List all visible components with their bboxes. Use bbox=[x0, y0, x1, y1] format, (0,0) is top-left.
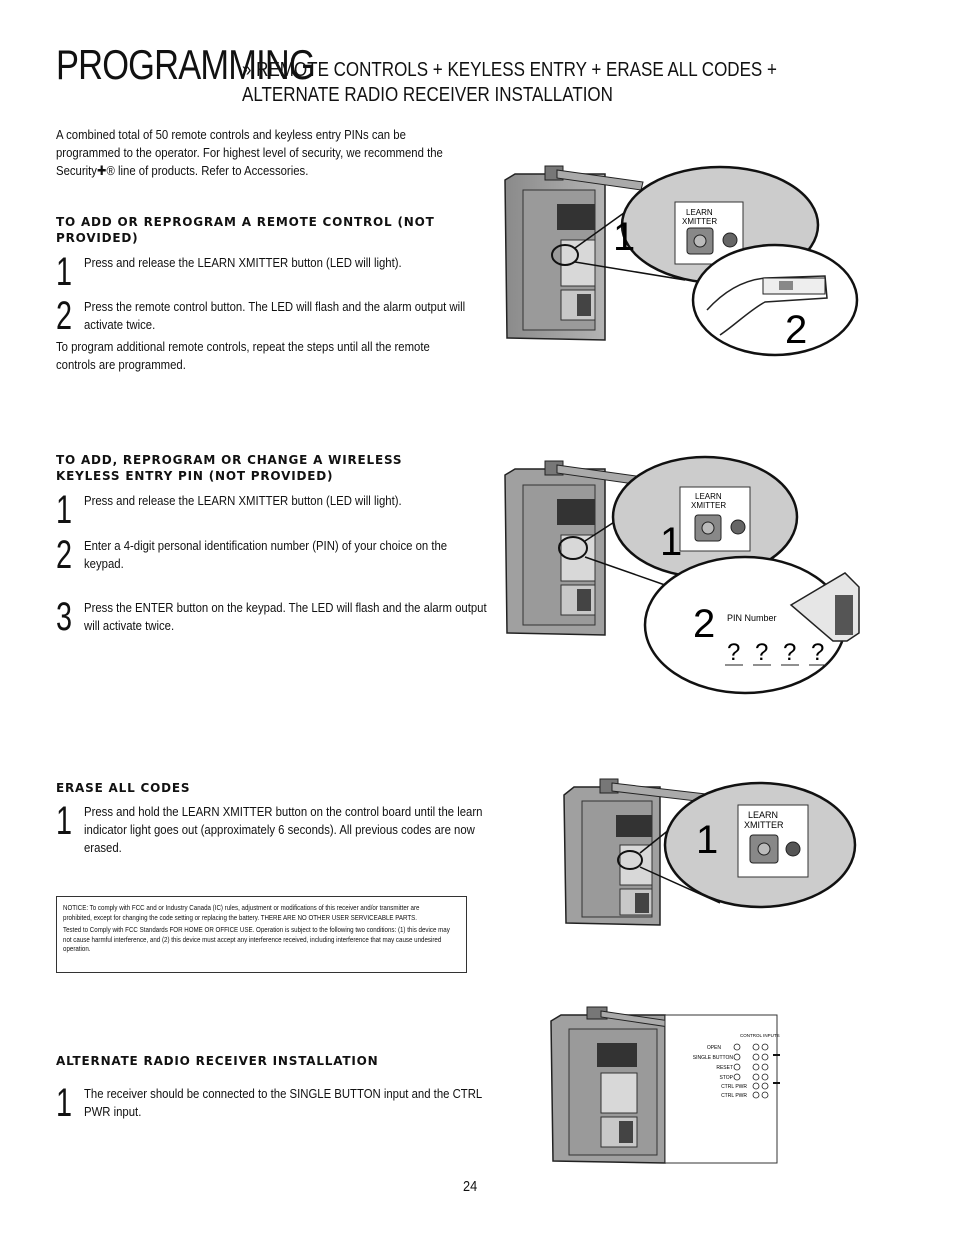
keyless-programming-illustration: 1 LEARN XMITTER 2 PIN Number ? ? ? ? bbox=[504, 455, 860, 695]
notice-paragraph-1: NOTICE: To comply with FCC and or Indust… bbox=[63, 903, 420, 922]
callout-circle-small bbox=[617, 850, 643, 870]
title-separator: » bbox=[242, 59, 252, 81]
terminal-stop: STOP bbox=[719, 1075, 733, 1081]
led-indicator-icon bbox=[722, 232, 738, 248]
notice-paragraph-2: Tested to Comply with FCC Standards FOR … bbox=[63, 925, 450, 954]
step-number: 1 bbox=[56, 1081, 73, 1125]
pin-number-label: PIN Number bbox=[727, 613, 777, 623]
step-text: The receiver should be connected to the … bbox=[84, 1086, 482, 1119]
pin-digit-1: ? bbox=[727, 639, 740, 666]
learn-label: LEARN bbox=[748, 810, 778, 820]
intro-paragraph: A combined total of 50 remote controls a… bbox=[56, 127, 443, 178]
callout-circle-small bbox=[558, 536, 588, 560]
xmitter-label: XMITTER bbox=[682, 217, 717, 226]
led-indicator-icon bbox=[730, 519, 746, 535]
terminal-single-button: SINGLE BUTTON bbox=[693, 1055, 734, 1061]
callout-number-1: 1 bbox=[660, 520, 682, 564]
step-text: Press and release the LEARN XMITTER butt… bbox=[84, 255, 402, 270]
pin-digit-4: ? bbox=[811, 639, 824, 666]
control-board bbox=[664, 1014, 778, 1164]
step-text: Press the ENTER button on the keypad. Th… bbox=[84, 600, 487, 633]
xmitter-label: XMITTER bbox=[744, 820, 784, 830]
terminal-ctrl-pwr-1: CTRL PWR bbox=[721, 1084, 747, 1090]
pin-digit-3: ? bbox=[783, 639, 796, 666]
receiver-enclosure bbox=[504, 165, 644, 341]
receiver-enclosure bbox=[504, 460, 644, 636]
xmitter-label: XMITTER bbox=[691, 501, 726, 510]
learn-label: LEARN bbox=[695, 492, 722, 501]
step-number: 1 bbox=[56, 250, 73, 294]
erase-section-title: ERASE ALL CODES bbox=[56, 781, 191, 795]
step-text: Enter a 4-digit personal identification … bbox=[84, 538, 448, 571]
section-title: PROGRAMMING bbox=[56, 41, 316, 88]
led-indicator-icon bbox=[785, 841, 801, 857]
step-number: 2 bbox=[56, 533, 73, 577]
learn-label: LEARN bbox=[686, 208, 713, 217]
callout-circle-small bbox=[551, 244, 579, 266]
terminal-ctrl-pwr-2: CTRL PWR bbox=[721, 1093, 747, 1099]
pin-digit-2: ? bbox=[755, 639, 768, 666]
remote-note: To program additional remote controls, r… bbox=[56, 339, 430, 372]
step-number: 3 bbox=[56, 595, 73, 639]
alternate-receiver-illustration: CONTROL INPUTS OPEN SINGLE BUTTON RESET … bbox=[550, 1006, 780, 1164]
receiver-enclosure bbox=[550, 1006, 671, 1164]
page-number: 24 bbox=[463, 1178, 478, 1195]
step-number: 2 bbox=[56, 294, 73, 338]
erase-codes-illustration: 1 LEARN XMITTER bbox=[563, 778, 857, 926]
terminal-open: OPEN bbox=[707, 1045, 722, 1051]
callout-number-2: 2 bbox=[693, 602, 715, 646]
alternate-section-title: ALTERNATE RADIO RECEIVER INSTALLATION bbox=[56, 1054, 379, 1068]
subtitle-text: REMOTE CONTROLS + KEYLESS ENTRY + ERASE … bbox=[242, 59, 777, 106]
remote-programming-illustration: 1 LEARN XMITTER 2 bbox=[504, 165, 859, 357]
keyless-section-title: TO ADD, REPROGRAM OR CHANGE A WIRELESS K… bbox=[56, 453, 403, 483]
fcc-notice-box: NOTICE: To comply with FCC and or Indust… bbox=[56, 896, 467, 973]
page-subtitle: » REMOTE CONTROLS + KEYLESS ENTRY + ERAS… bbox=[242, 58, 786, 108]
step-text: Press the remote control button. The LED… bbox=[84, 299, 466, 332]
page-header: PROGRAMMING » REMOTE CONTROLS + KEYLESS … bbox=[56, 41, 896, 107]
control-inputs-label: CONTROL INPUTS bbox=[740, 1033, 780, 1038]
step-text: Press and hold the LEARN XMITTER button … bbox=[84, 804, 483, 855]
step-number: 1 bbox=[56, 799, 73, 843]
terminal-reset: RESET bbox=[716, 1065, 733, 1071]
remote-section-title: TO ADD OR REPROGRAM A REMOTE CONTROL (NO… bbox=[56, 215, 435, 245]
step-text: Press and release the LEARN XMITTER butt… bbox=[84, 493, 402, 508]
callout-number-1: 1 bbox=[696, 818, 718, 862]
callout-number-1: 1 bbox=[613, 215, 635, 259]
step-number: 1 bbox=[56, 488, 73, 532]
callout-number-2: 2 bbox=[785, 308, 807, 352]
